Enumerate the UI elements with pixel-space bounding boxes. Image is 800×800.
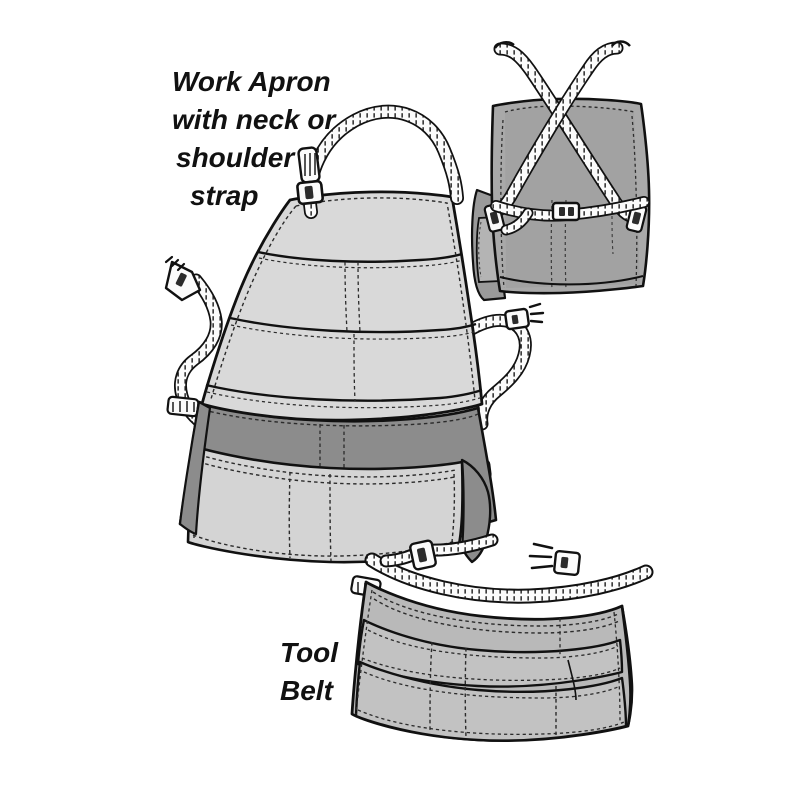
apron-caption-line-3: shoulder [176,142,296,173]
back-apron-waist-belt [490,196,650,236]
tool-belt-caption: Tool Belt [280,637,339,706]
left-side-strap-loop [166,395,200,418]
tool-belt-pocket-divisions [429,618,577,739]
tool-belt-strap [350,533,654,671]
tool-belt-top-stitch [372,591,620,634]
left-strap-buckle [164,255,202,302]
front-apron-bib-seams [205,250,484,409]
apron-caption-line-2: with neck or [172,104,337,135]
tool-belt-front-pocket-lower [354,660,628,742]
back-apron-strap-sliders [483,203,648,233]
tool-belt-right-edge [620,605,634,727]
tool-belt-upper-pocket-stitch [361,629,621,682]
tool-belt-left-edge-stitch [355,589,373,715]
front-apron-bib-pocket-divisions [344,261,361,402]
tool-belt-right-edge-stitch [613,611,621,723]
front-apron-dark-band-detail [203,409,479,470]
front-apron-bib-panel [200,190,484,422]
belt-caption-line-2: Belt [280,675,335,706]
front-apron-left-waist-strap [164,255,223,435]
neck-strap-slider-buckle [296,146,324,206]
front-apron-neck-strap [296,104,464,219]
back-apron-group [470,40,651,302]
belt-caption-line-1: Tool [280,637,339,668]
front-apron-left-hem [178,400,212,536]
tool-belt-slider-buckle [409,539,437,571]
apron-caption-line-4: strap [190,180,258,211]
tool-belt-lower-pocket-stitch [357,671,625,735]
tool-belt-group [350,533,654,742]
right-strap-buckle [504,302,545,331]
front-apron-group [164,104,545,564]
back-apron-hem [499,275,644,286]
front-apron-outer-stitch [210,197,476,401]
tool-belt-buckle [528,542,581,577]
apron-caption-line-1: Work Apron [172,66,331,97]
back-apron-center-buckle [551,201,581,222]
apron-caption: Work Apron with neck or shoulder strap [172,66,337,211]
